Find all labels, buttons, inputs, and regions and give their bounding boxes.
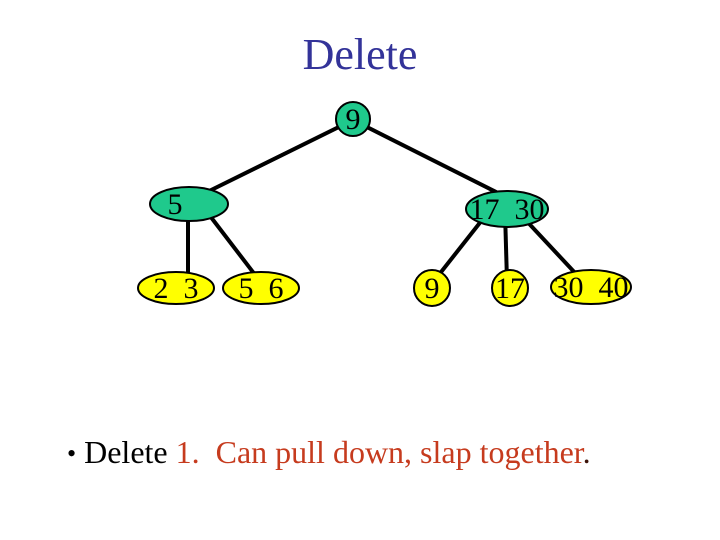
tree-node-label: 17 30 bbox=[470, 193, 545, 226]
bullet-text: •Delete 1. Can pull down, slap together. bbox=[35, 397, 591, 507]
tree-node-l9: 9 bbox=[413, 269, 451, 307]
tree-node-n17-30: 17 30 bbox=[465, 190, 549, 228]
bullet-segment-red: 1. Can pull down, slap together bbox=[175, 433, 583, 470]
tree-node-shape bbox=[149, 186, 229, 222]
tree-node-label: 9 bbox=[346, 103, 361, 136]
tree-node-root: 9 bbox=[335, 101, 371, 137]
tree-node-shape bbox=[137, 271, 215, 305]
tree-edge-0 bbox=[194, 118, 354, 200]
bullet-segment-period: . bbox=[582, 433, 591, 470]
tree-node-n5: 5 bbox=[149, 186, 229, 222]
tree-node-label: 5 6 bbox=[239, 272, 284, 305]
tree-node-l30-40: 30 40 bbox=[550, 269, 632, 305]
tree-node-label: 30 40 bbox=[554, 271, 629, 304]
tree-node-shape bbox=[491, 269, 529, 307]
tree-edge-4 bbox=[432, 213, 488, 283]
tree-node-shape bbox=[222, 271, 300, 305]
tree-edge-1 bbox=[352, 118, 513, 202]
slide-title: Delete bbox=[302, 30, 418, 79]
bullet-segment-black: Delete bbox=[84, 433, 176, 470]
bullet-marker-icon: • bbox=[67, 438, 77, 468]
tree-node-shape bbox=[550, 269, 632, 305]
tree-edge-3 bbox=[205, 210, 261, 282]
tree-node-label: 5 bbox=[168, 188, 183, 221]
tree-node-l5-6: 5 6 bbox=[222, 271, 300, 305]
tree-node-label: 17 bbox=[495, 272, 525, 305]
tree-node-label: 2 3 bbox=[154, 272, 199, 305]
tree-node-l17: 17 bbox=[491, 269, 529, 307]
tree-node-l2-3: 2 3 bbox=[137, 271, 215, 305]
tree-node-label: 9 bbox=[425, 272, 440, 305]
tree-node-shape bbox=[335, 101, 371, 137]
tree-node-shape bbox=[413, 269, 451, 307]
tree-node-shape bbox=[465, 190, 549, 228]
